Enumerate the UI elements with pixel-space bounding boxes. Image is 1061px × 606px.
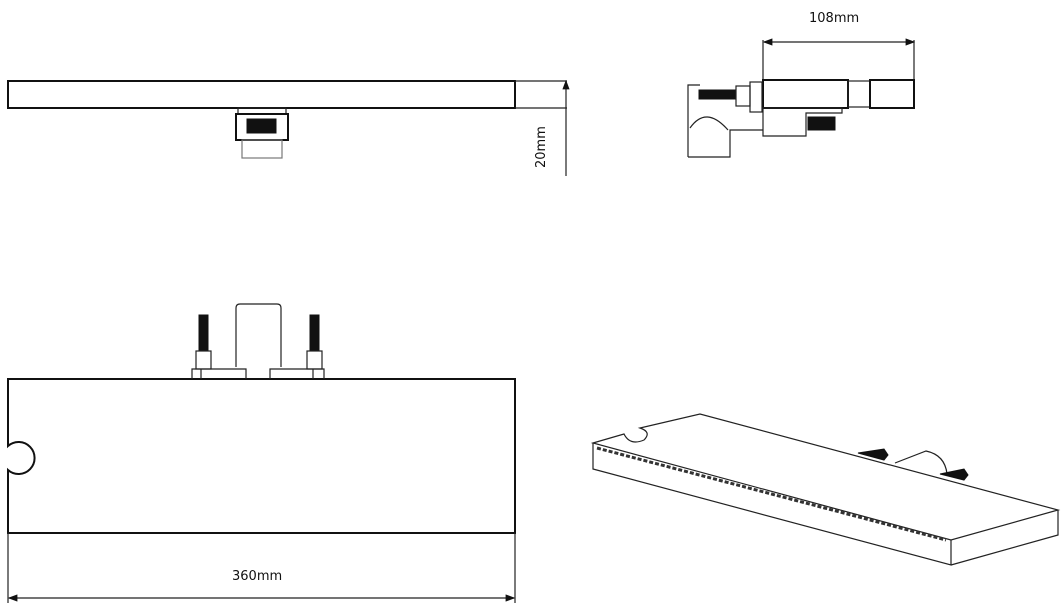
clamp-bracket	[235, 107, 289, 159]
shelf-front-edge	[7, 80, 516, 109]
front-view: 20mm	[7, 79, 570, 176]
bolt-right	[939, 468, 969, 481]
bolt-left	[857, 448, 889, 461]
clamp-screw	[807, 116, 836, 131]
shelf-section	[762, 79, 849, 109]
threaded-rod	[698, 89, 736, 100]
side-view: 108mm	[687, 11, 916, 158]
plan-view: 360mm	[7, 303, 516, 603]
height-dimension-label: 20mm	[534, 126, 549, 168]
bracket-frame	[687, 84, 763, 158]
extension-lines	[515, 80, 567, 109]
shelf-top-face	[590, 413, 1061, 541]
front-edge-hatch	[596, 446, 947, 542]
shelf-sides	[592, 443, 1059, 566]
isometric-view	[590, 413, 1061, 566]
bracket-arch	[689, 116, 729, 131]
shelf-outline	[7, 378, 516, 534]
width-dimension-label: 360mm	[232, 569, 282, 584]
extension-lines	[762, 40, 915, 80]
bracket-outline	[894, 450, 948, 475]
mounting-bracket	[191, 303, 325, 379]
clamp-body	[762, 107, 843, 137]
nut	[749, 81, 763, 113]
left-bolt	[198, 314, 209, 352]
extension-lines	[7, 533, 516, 603]
right-bolt	[309, 314, 320, 352]
depth-dimension-label: 108mm	[809, 11, 859, 26]
